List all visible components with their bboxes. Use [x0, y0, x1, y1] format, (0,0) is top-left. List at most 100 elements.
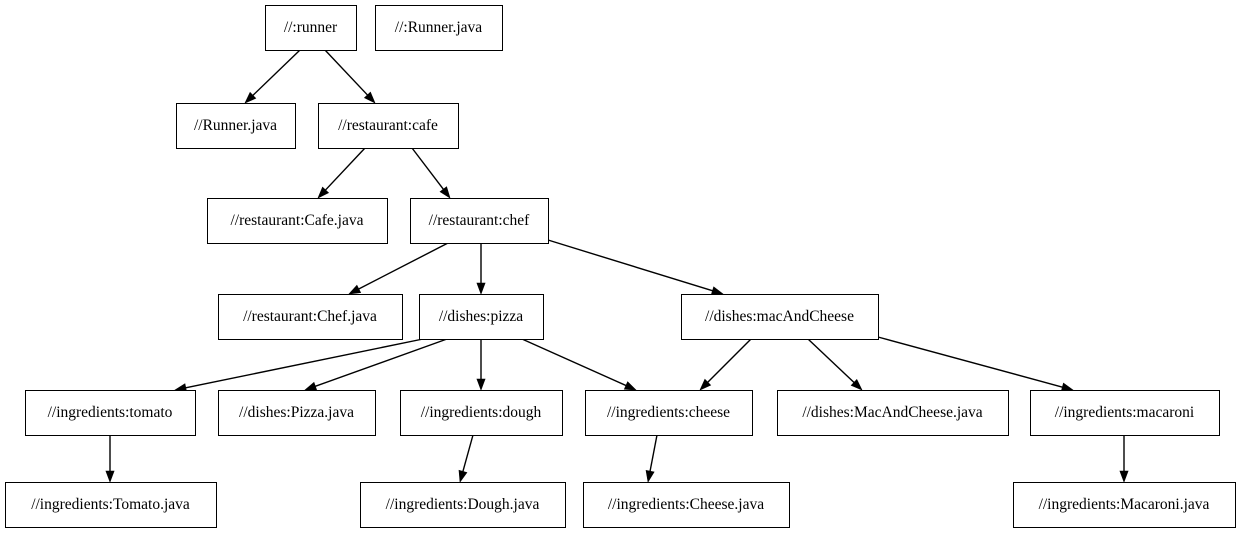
arrowhead-icon [710, 286, 724, 295]
edge-cafe-to-chef [411, 147, 451, 199]
node-label: //restaurant:Chef.java [243, 308, 377, 325]
node-label: //Runner.java [194, 117, 277, 134]
node-box[interactable] [584, 389, 754, 437]
node-label: //ingredients:Dough.java [386, 496, 540, 513]
node-macaroni_java[interactable]: //ingredients:Macaroni.java [1012, 481, 1237, 529]
edge-macandcheese-to-macandcheese_java [807, 338, 863, 391]
node-chef_java[interactable]: //restaurant:Chef.java [217, 293, 404, 341]
edge-runner-to-cafe [324, 49, 376, 104]
edge-line [323, 147, 366, 192]
node-label: //:runner [284, 19, 338, 36]
node-box[interactable] [1029, 389, 1221, 437]
node-label: //ingredients:cheese [607, 404, 730, 421]
edge-macandcheese-to-macaroni [877, 336, 1074, 392]
edge-tomato-to-tomato_java [105, 435, 115, 483]
node-label: //dishes:MacAndCheese.java [802, 404, 982, 421]
arrowhead-icon [850, 378, 863, 391]
node-dough_java[interactable]: //ingredients:Dough.java [359, 481, 567, 529]
edge-line [649, 434, 658, 474]
arrowhead-icon [439, 186, 451, 199]
node-box[interactable] [217, 389, 377, 437]
node-box[interactable] [24, 389, 197, 437]
node-box[interactable] [317, 102, 460, 150]
edge-pizza-to-pizza_java [304, 338, 448, 391]
edge-pizza-to-cheese [521, 338, 637, 391]
node-box[interactable] [418, 293, 545, 341]
node-box[interactable] [374, 4, 504, 52]
node-root_runner_java[interactable]: //:Runner.java [374, 4, 504, 52]
node-cheese[interactable]: //ingredients:cheese [584, 389, 754, 437]
edge-runner-to-runner_java [244, 49, 301, 104]
arrowhead-icon [1119, 470, 1129, 483]
node-box[interactable] [206, 197, 389, 245]
node-box[interactable] [175, 102, 297, 150]
node-box[interactable] [399, 389, 564, 437]
edge-line [324, 49, 370, 97]
node-macaroni[interactable]: //ingredients:macaroni [1029, 389, 1221, 437]
arrowhead-icon [363, 91, 376, 104]
arrowhead-icon [304, 381, 318, 391]
node-box[interactable] [4, 481, 218, 529]
edge-line [807, 338, 856, 385]
arrowhead-icon [348, 284, 362, 295]
arrowhead-icon [699, 378, 712, 391]
edge-chef-to-pizza [476, 243, 486, 295]
node-tomato_java[interactable]: //ingredients:Tomato.java [4, 481, 218, 529]
node-label: //dishes:macAndCheese [705, 308, 854, 325]
arrowhead-icon [458, 469, 468, 483]
edge-line [250, 49, 301, 98]
node-label: //dishes:Pizza.java [239, 404, 354, 421]
node-box[interactable] [359, 481, 567, 529]
node-cafe_java[interactable]: //restaurant:Cafe.java [206, 197, 389, 245]
node-box[interactable] [680, 293, 880, 341]
node-box[interactable] [776, 389, 1010, 437]
edge-dough-to-dough_java [458, 434, 474, 483]
node-box[interactable] [582, 481, 791, 529]
node-label: //restaurant:Cafe.java [231, 212, 364, 229]
node-label: //restaurant:chef [429, 212, 531, 229]
edge-line [313, 338, 448, 388]
node-label: //restaurant:cafe [338, 117, 438, 134]
node-tomato[interactable]: //ingredients:tomato [24, 389, 197, 437]
edge-macaroni-to-macaroni_java [1119, 435, 1129, 483]
node-label: //ingredients:Tomato.java [31, 496, 190, 513]
arrowhead-icon [476, 282, 486, 295]
edge-macandcheese-to-cheese [699, 338, 752, 391]
edge-line [877, 336, 1065, 389]
node-label: //ingredients:dough [421, 404, 542, 421]
edge-chef-to-chef_java [348, 242, 449, 295]
arrowhead-icon [1060, 382, 1074, 392]
edge-line [356, 242, 449, 291]
node-label: //dishes:pizza [439, 308, 523, 325]
node-macandcheese_java[interactable]: //dishes:MacAndCheese.java [776, 389, 1010, 437]
node-label: //ingredients:tomato [48, 404, 173, 421]
node-box[interactable] [264, 4, 358, 52]
arrowhead-icon [476, 378, 486, 391]
edge-pizza-to-dough [476, 339, 486, 391]
node-cheese_java[interactable]: //ingredients:Cheese.java [582, 481, 791, 529]
node-pizza_java[interactable]: //dishes:Pizza.java [217, 389, 377, 437]
node-chef[interactable]: //restaurant:chef [409, 197, 550, 245]
arrowhead-icon [244, 91, 257, 104]
node-macandcheese[interactable]: //dishes:macAndCheese [680, 293, 880, 341]
edge-line [521, 338, 629, 387]
node-box[interactable] [409, 197, 550, 245]
node-runner_java[interactable]: //Runner.java [175, 102, 297, 150]
node-cafe[interactable]: //restaurant:cafe [317, 102, 460, 150]
node-label: //:Runner.java [395, 19, 483, 36]
node-dough[interactable]: //ingredients:dough [399, 389, 564, 437]
edge-line [461, 434, 474, 474]
node-pizza[interactable]: //dishes:pizza [418, 293, 545, 341]
node-label: //ingredients:Cheese.java [608, 496, 764, 513]
node-box[interactable] [217, 293, 404, 341]
edge-line [547, 239, 715, 293]
edge-cafe-to-cafe_java [317, 147, 366, 199]
arrowhead-icon [105, 470, 115, 483]
arrowhead-icon [317, 186, 330, 199]
node-box[interactable] [1012, 481, 1237, 529]
node-runner[interactable]: //:runner [264, 4, 358, 52]
edge-pizza-to-tomato [174, 338, 424, 393]
arrowhead-icon [623, 381, 637, 391]
